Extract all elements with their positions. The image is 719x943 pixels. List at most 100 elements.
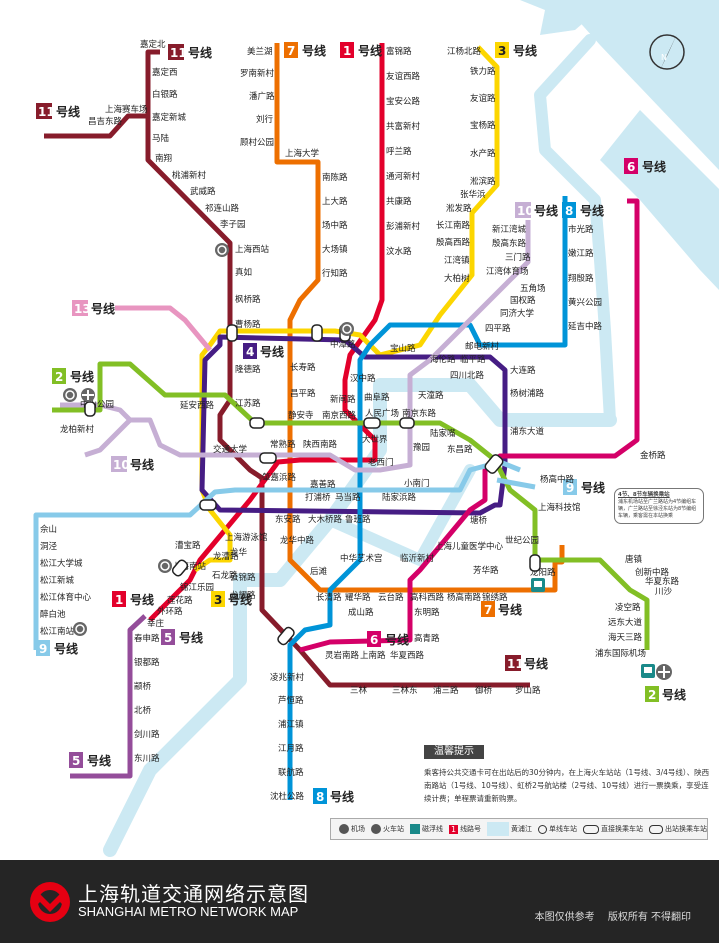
legend-exit-transfer-label: 出站换乘车站 — [665, 825, 707, 833]
svg-text:高科西路: 高科西路 — [410, 592, 445, 603]
svg-text:号线: 号线 — [524, 656, 548, 671]
svg-text:潘广路: 潘广路 — [249, 91, 275, 102]
bubble-title: 4节、8节车辆换乘站 — [618, 492, 670, 498]
svg-text:漕宝路: 漕宝路 — [175, 540, 201, 551]
svg-text:新闸路: 新闸路 — [330, 394, 356, 405]
svg-text:杨高中路: 杨高中路 — [540, 474, 575, 485]
svg-text:杨高南路: 杨高南路 — [447, 592, 482, 603]
svg-text:御桥: 御桥 — [475, 685, 493, 696]
svg-text:昌平路: 昌平路 — [290, 388, 316, 399]
svg-text:川沙: 川沙 — [655, 587, 673, 597]
svg-text:南陈路: 南陈路 — [322, 172, 348, 183]
svg-text:临平路: 临平路 — [460, 354, 486, 365]
svg-text:5: 5 — [72, 754, 80, 768]
svg-text:号线: 号线 — [302, 43, 326, 58]
svg-text:长清路: 长清路 — [316, 592, 342, 603]
line-5 — [70, 614, 147, 779]
svg-text:五角场: 五角场 — [520, 283, 546, 294]
svg-text:友谊路: 友谊路 — [470, 93, 496, 104]
svg-text:高青路: 高青路 — [414, 633, 440, 644]
compass-north-icon: N — [649, 34, 685, 70]
legend-river: 黄浦江 — [487, 822, 532, 836]
svg-text:号线: 号线 — [642, 159, 666, 174]
svg-text:大连路: 大连路 — [510, 365, 536, 376]
svg-text:芦恒路: 芦恒路 — [278, 695, 304, 706]
svg-text:中华艺术宫: 中华艺术宫 — [340, 553, 383, 564]
svg-text:刘行: 刘行 — [256, 114, 274, 125]
svg-text:江湾体育场: 江湾体育场 — [486, 266, 529, 277]
svg-text:汶水路: 汶水路 — [386, 246, 412, 257]
svg-text:美兰湖: 美兰湖 — [247, 46, 273, 57]
svg-text:东明路: 东明路 — [414, 607, 440, 618]
svg-text:银都路: 银都路 — [134, 657, 160, 668]
river-swatch — [487, 822, 510, 836]
svg-text:莲花路: 莲花路 — [167, 595, 193, 606]
svg-text:世纪公园: 世纪公园 — [505, 535, 539, 546]
legend-train: 火车站 — [371, 824, 404, 834]
svg-text:13: 13 — [74, 302, 91, 316]
svg-text:锦绣路: 锦绣路 — [482, 592, 508, 603]
legend-maglev: 磁浮线 — [409, 824, 443, 834]
svg-text:宝杨路: 宝杨路 — [470, 120, 496, 131]
svg-text:凌空路: 凌空路 — [615, 602, 641, 613]
svg-text:龙华: 龙华 — [230, 547, 248, 558]
svg-text:华夏东路: 华夏东路 — [645, 576, 680, 587]
svg-text:彭浦新村: 彭浦新村 — [386, 221, 421, 232]
svg-text:唐镇: 唐镇 — [625, 554, 643, 565]
train-station-icon — [371, 824, 381, 834]
svg-text:远东大道: 远东大道 — [608, 617, 643, 628]
line-4 — [199, 334, 508, 516]
svg-text:江苏路: 江苏路 — [235, 398, 261, 409]
svg-text:华夏西路: 华夏西路 — [390, 650, 425, 661]
legend-airport: 机场 — [339, 824, 365, 834]
line-2 — [52, 361, 650, 650]
direct-transfer-icon — [583, 824, 600, 834]
svg-text:静安寺: 静安寺 — [288, 410, 314, 421]
svg-text:三林: 三林 — [350, 685, 368, 696]
svg-text:松江新城: 松江新城 — [40, 575, 75, 586]
svg-text:凌兆新村: 凌兆新村 — [270, 672, 305, 683]
svg-text:白银路: 白银路 — [152, 89, 178, 100]
svg-text:宝安公路: 宝安公路 — [386, 96, 421, 107]
svg-text:号线: 号线 — [513, 43, 537, 58]
svg-text:剑川路: 剑川路 — [134, 729, 160, 740]
svg-text:嫩江路: 嫩江路 — [568, 248, 594, 259]
svg-text:号线: 号线 — [70, 369, 94, 384]
svg-text:友谊西路: 友谊西路 — [386, 71, 421, 82]
svg-text:春申路: 春申路 — [134, 633, 160, 644]
svg-text:4: 4 — [246, 345, 254, 359]
svg-text:醉白池: 醉白池 — [40, 609, 66, 620]
svg-text:浦江镇: 浦江镇 — [278, 719, 304, 730]
svg-text:7: 7 — [484, 603, 492, 617]
svg-text:陆家嘴: 陆家嘴 — [430, 428, 456, 439]
svg-text:延安西路: 延安西路 — [180, 400, 215, 411]
line-number-sample: 1 — [448, 824, 459, 834]
svg-text:10: 10 — [517, 204, 534, 218]
svg-text:隆德路: 隆德路 — [235, 364, 261, 375]
svg-text:临沂新村: 临沂新村 — [400, 553, 435, 564]
svg-text:殷高西路: 殷高西路 — [436, 237, 471, 248]
svg-text:四平路: 四平路 — [485, 323, 511, 334]
svg-text:嘉定西: 嘉定西 — [152, 67, 178, 78]
svg-text:东昌路: 东昌路 — [447, 444, 473, 455]
svg-text:枫桥路: 枫桥路 — [235, 294, 261, 305]
airport-icon — [81, 388, 672, 680]
svg-text:东川路: 东川路 — [134, 753, 160, 764]
svg-text:上大路: 上大路 — [322, 196, 348, 207]
svg-text:沈杜公路: 沈杜公路 — [270, 791, 305, 802]
svg-text:龙阳路: 龙阳路 — [530, 567, 556, 578]
svg-text:金桥路: 金桥路 — [640, 450, 666, 461]
line-3 — [193, 45, 500, 573]
svg-text:7: 7 — [287, 44, 295, 58]
svg-text:江月路: 江月路 — [278, 743, 304, 754]
svg-text:上海赛车场: 上海赛车场 — [105, 104, 148, 115]
svg-text:后滩: 后滩 — [310, 566, 328, 577]
tip-text: 乘客持公共交通卡可在出站后的30分钟内，在上海火车站站（1号线、3/4号线）、陕… — [424, 768, 710, 803]
legend-train-label: 火车站 — [383, 825, 404, 833]
svg-text:张华浜: 张华浜 — [460, 189, 486, 200]
svg-text:6: 6 — [370, 633, 378, 647]
svg-text:上海大学: 上海大学 — [285, 148, 320, 159]
